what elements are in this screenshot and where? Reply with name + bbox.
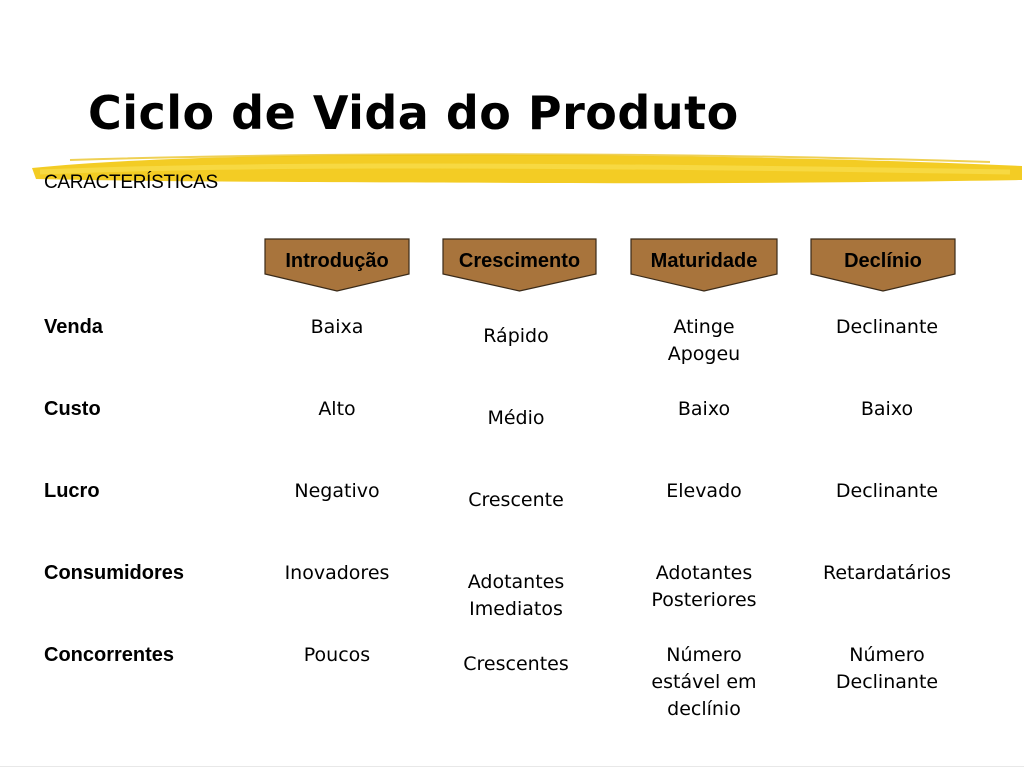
stage-label: Crescimento	[458, 250, 581, 272]
cell-line: Adotantes	[655, 562, 753, 584]
table-cell: Declinante	[797, 314, 977, 341]
table-cell: Baixo	[614, 396, 794, 423]
table-cell: Crescente	[426, 487, 606, 514]
table-cell: Inovadores	[247, 560, 427, 587]
bottom-divider	[0, 766, 1024, 767]
cell-line: declínio	[667, 698, 741, 720]
cell-line: Inovadores	[284, 562, 390, 584]
cell-line: Negativo	[294, 480, 380, 502]
cell-line: Atinge	[673, 316, 735, 338]
stage-4: Declínio	[810, 238, 956, 292]
cell-line: Crescente	[468, 489, 564, 511]
stage-2: Crescimento	[442, 238, 597, 292]
stage-label: Introdução	[285, 250, 389, 272]
cell-line: Crescentes	[463, 653, 569, 675]
row-label-venda: Venda	[44, 316, 103, 338]
stage-label: Maturidade	[650, 250, 758, 272]
cell-line: Baixo	[860, 398, 914, 420]
cell-line: Alto	[318, 398, 356, 420]
table-cell: Alto	[247, 396, 427, 423]
cell-line: Rápido	[483, 325, 549, 347]
cell-line: Médio	[487, 407, 545, 429]
table-cell: Médio	[426, 405, 606, 432]
table-cell: Elevado	[614, 478, 794, 505]
cell-line: Elevado	[666, 480, 742, 502]
row-label-consumidores: Consumidores	[44, 562, 185, 584]
cell-line: Número	[666, 644, 742, 666]
stage-1: Introdução	[264, 238, 410, 292]
row-label-lucro: Lucro	[44, 480, 100, 502]
stage-shape	[264, 238, 410, 292]
row-label-custo: Custo	[44, 398, 101, 420]
table-cell: Crescentes	[426, 651, 606, 678]
stage-shape	[810, 238, 956, 292]
cell-line: Declinante	[835, 671, 939, 693]
table-cell: Número estável em declínio	[614, 642, 794, 723]
table-cell: Retardatários	[797, 560, 977, 587]
slide-title: Ciclo de Vida do Produto	[88, 86, 739, 140]
table-cell: Negativo	[247, 478, 427, 505]
section-subtitle: CARACTERÍSTICAS	[44, 172, 218, 193]
table-cell: Baixa	[247, 314, 427, 341]
table-cell: Poucos	[247, 642, 427, 669]
cell-line: Retardatários	[822, 562, 952, 584]
stage-label: Declínio	[844, 250, 922, 272]
cell-line: Declinante	[835, 316, 939, 338]
cell-line: Imediatos	[469, 598, 563, 620]
stage-shape	[630, 238, 778, 292]
highlighter-stroke	[32, 153, 1022, 184]
stage-3: Maturidade	[630, 238, 778, 292]
stage-shape	[442, 238, 597, 292]
table-cell: Baixo	[797, 396, 977, 423]
table-cell: Declinante	[797, 478, 977, 505]
cell-line: Adotantes	[467, 571, 565, 593]
row-label-concorrentes: Concorrentes	[44, 644, 175, 666]
cell-line: Baixa	[310, 316, 364, 338]
cell-line: Poucos	[303, 644, 371, 666]
cell-line: Número	[849, 644, 925, 666]
cell-line: estável em	[651, 671, 757, 693]
cell-line: Posteriores	[651, 589, 757, 611]
cell-line: Apogeu	[667, 343, 741, 365]
table-cell: Rápido	[426, 323, 606, 350]
cell-line: Declinante	[835, 480, 939, 502]
cell-line: Baixo	[677, 398, 731, 420]
